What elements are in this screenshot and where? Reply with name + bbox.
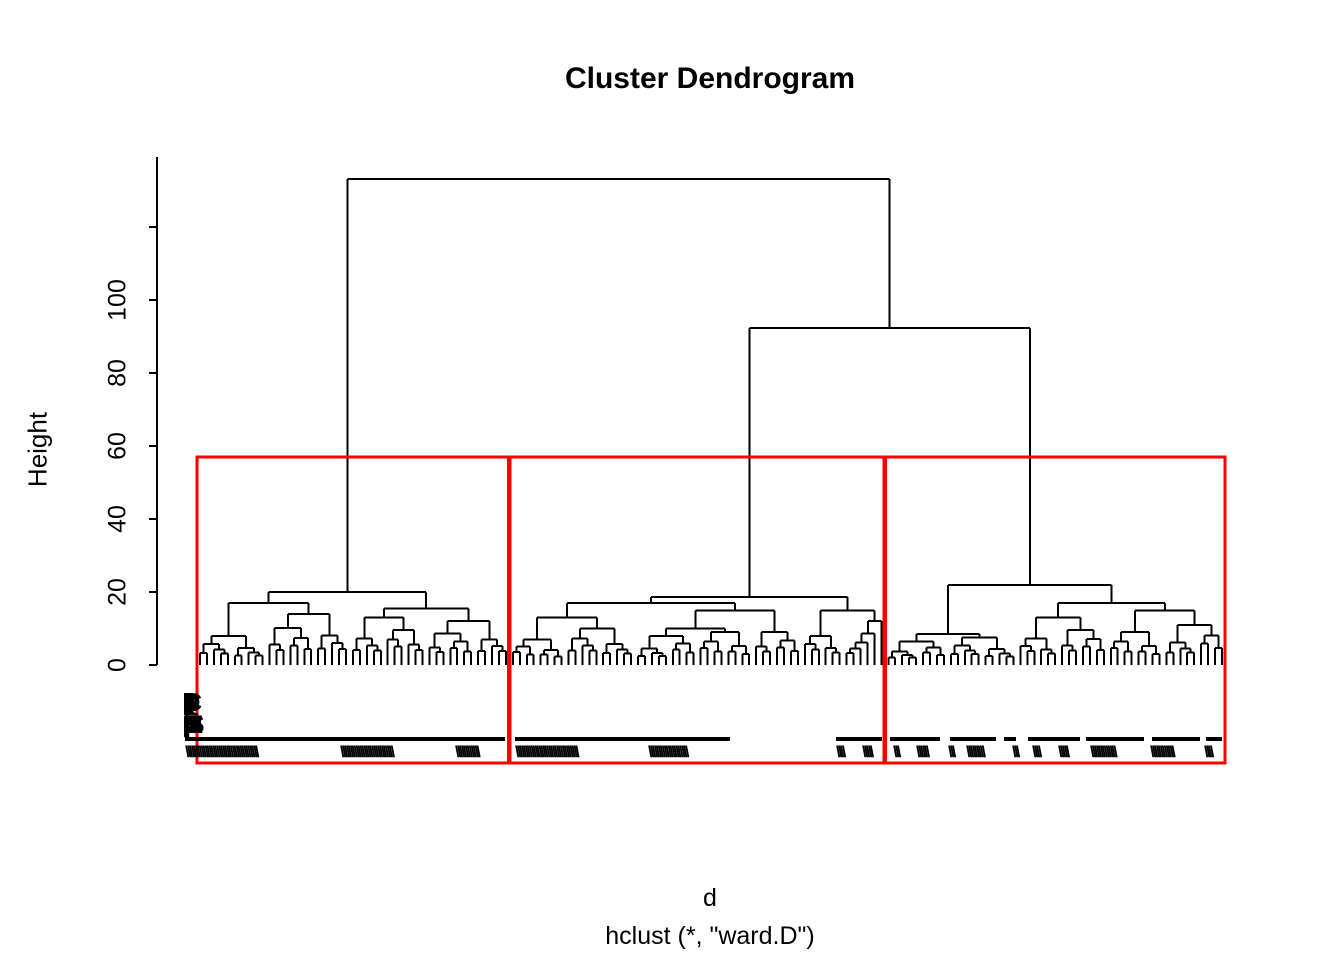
leaf-label-hatch-segment: \\\\\\\\\\\\\\\\\\\\\\\\\\\	[340, 744, 395, 761]
leaf-label-hatch-segment: \\\\\\\\\\\\\\\\\\\\\\\\\\\\\\\\\\\\\	[185, 744, 259, 761]
leaf-label-hatch-segment: \\\	[893, 744, 901, 761]
leaf-label-hatch-segment: \\\\	[1032, 744, 1042, 761]
leaf-label-hatch-segment: \\\	[948, 744, 956, 761]
leaf-label-smear-row: L0DZ8S.S1|K(0III)S8(CJ)0CK403QD1I9G(8SD0…	[184, 713, 1224, 739]
label-underline-bar	[185, 737, 505, 741]
leaf-label-hatch-segment: \\\\\\	[916, 744, 930, 761]
y-tick-label: 20	[103, 578, 132, 606]
label-underline-bar	[1152, 737, 1200, 741]
chart-title: Cluster Dendrogram	[564, 62, 856, 95]
leaf-label-hatch-segment: \\\\\\\\\\\\\\\\\\\\\\\\\\\\\\\\	[515, 744, 580, 761]
label-underline-bar	[1206, 737, 1222, 741]
y-tick-label: 60	[103, 432, 132, 460]
x-axis-label: d	[703, 884, 717, 912]
cluster-box-3	[884, 455, 1227, 765]
label-underline-bar	[836, 737, 882, 741]
label-underline-bar	[1086, 737, 1144, 741]
y-tick-label: 100	[103, 279, 132, 321]
leaf-label-hatch-segment: \\\\\\\\\\\\\	[1090, 744, 1118, 761]
label-underline-bar	[950, 737, 996, 741]
leaf-label-hatch-segment: \\\\\\\\\	[966, 744, 986, 761]
leaf-label-smear-row: C)8SQ0|J(F03GPNC8J0BG4S(1I3O8S|K4D0QD3C(…	[184, 691, 1224, 715]
leaf-label-hatch-segment: \\\\	[836, 744, 846, 761]
label-underline-bar	[890, 737, 940, 741]
leaf-label-hatch-segment: \\\\\	[862, 744, 874, 761]
leaf-label-hatch-segment: \\\\	[1204, 744, 1214, 761]
leaf-label-hatch-segment: \\\\\\\\\\\\\\\\\\\\	[648, 744, 689, 761]
label-underline-bar	[1004, 737, 1016, 741]
label-underline-bar	[515, 737, 730, 741]
label-underline-bar	[1028, 737, 1080, 741]
leaf-label-hatch-segment: \\\	[1012, 744, 1020, 761]
y-tick-label: 0	[103, 658, 132, 672]
y-tick-label: 40	[103, 505, 132, 533]
y-axis	[149, 157, 158, 666]
leaf-label-hatch-segment: \\\\\\\\\\\\	[1150, 744, 1176, 761]
dendrogram-lines	[199, 177, 1223, 665]
leaf-label-hatch-segment: \\\\\\\\\\\\	[455, 744, 481, 761]
x-axis-sub-caption: hclust (*, "ward.D")	[605, 922, 815, 950]
y-tick-label: 80	[103, 359, 132, 387]
leaf-label-hatch-segment: \\\\\	[1058, 744, 1070, 761]
